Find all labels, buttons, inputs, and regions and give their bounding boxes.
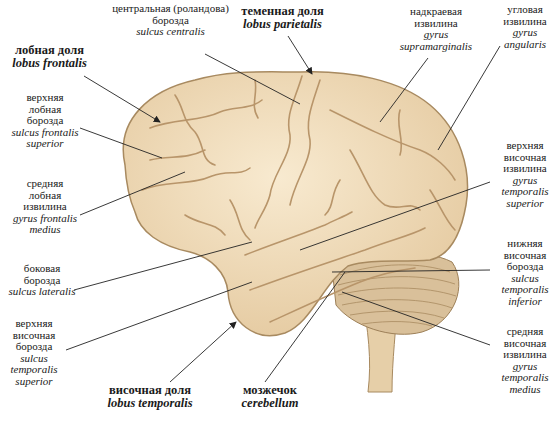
russian-name: лобная доля xyxy=(2,44,97,57)
russian-name: надкраевая извилина xyxy=(396,6,476,29)
latin-name: lobus parietalis xyxy=(235,18,330,31)
latin-name: cerebellum xyxy=(222,397,318,410)
gyrus-label: надкраевая извилинаgyrus supramarginalis xyxy=(396,6,476,52)
russian-name: верхняя лобная борозда xyxy=(10,92,80,127)
gyrus-label: верхняя височная извилинаgyrus temporali… xyxy=(494,140,556,209)
russian-name: угловая извилина xyxy=(494,4,556,27)
latin-name: sulcus frontalis superior xyxy=(10,127,80,150)
sulcus-label: нижняя височная бороздаsulcus temporalis… xyxy=(494,238,556,307)
latin-name: gyrus supramarginalis xyxy=(396,29,476,52)
gyrus-label: средняя височная извилинаgyrus temporali… xyxy=(494,326,556,395)
sulcus-label: центральная (роландова) бороздаsulcus ce… xyxy=(108,3,233,38)
lobe-label: лобная доляlobus frontalis xyxy=(2,44,97,70)
russian-name: теменная доля xyxy=(235,5,330,18)
latin-name: sulcus centralis xyxy=(108,26,233,38)
russian-name: верхняя височная извилина xyxy=(494,140,556,175)
latin-name: sulcus temporalis superior xyxy=(2,353,66,388)
russian-name: верхняя височная борозда xyxy=(2,318,66,353)
russian-name: нижняя височная борозда xyxy=(494,238,556,273)
latin-name: lobus frontalis xyxy=(2,57,97,70)
russian-name: височная доля xyxy=(95,384,205,397)
russian-name: центральная (роландова) борозда xyxy=(108,3,233,26)
russian-name: средняя лобная извилина xyxy=(10,178,80,213)
sulcus-label: боковая бороздаsulcus lateralis xyxy=(8,263,76,298)
latin-name: gyrus angularis xyxy=(494,27,556,50)
latin-name: gyrus frontalis medius xyxy=(10,213,80,236)
gyrus-label: средняя лобная извилинаgyrus frontalis m… xyxy=(10,178,80,236)
latin-name: sulcus temporalis inferior xyxy=(494,273,556,308)
lobe-label: теменная доляlobus parietalis xyxy=(235,5,330,31)
latin-name: lobus temporalis xyxy=(95,397,205,410)
russian-name: боковая борозда xyxy=(8,263,76,286)
gyrus-label: угловая извилинаgyrus angularis xyxy=(494,4,556,50)
russian-name: средняя височная извилина xyxy=(494,326,556,361)
latin-name: gyrus temporalis medius xyxy=(494,361,556,396)
latin-name: gyrus temporalis superior xyxy=(494,175,556,210)
latin-name: sulcus lateralis xyxy=(8,286,76,298)
sulcus-label: верхняя лобная бороздаsulcus frontalis s… xyxy=(10,92,80,150)
cerebellum-label: мозжечокcerebellum xyxy=(222,384,318,410)
lobe-label: височная доляlobus temporalis xyxy=(95,384,205,410)
sulcus-label: верхняя височная бороздаsulcus temporali… xyxy=(2,318,66,387)
russian-name: мозжечок xyxy=(222,384,318,397)
